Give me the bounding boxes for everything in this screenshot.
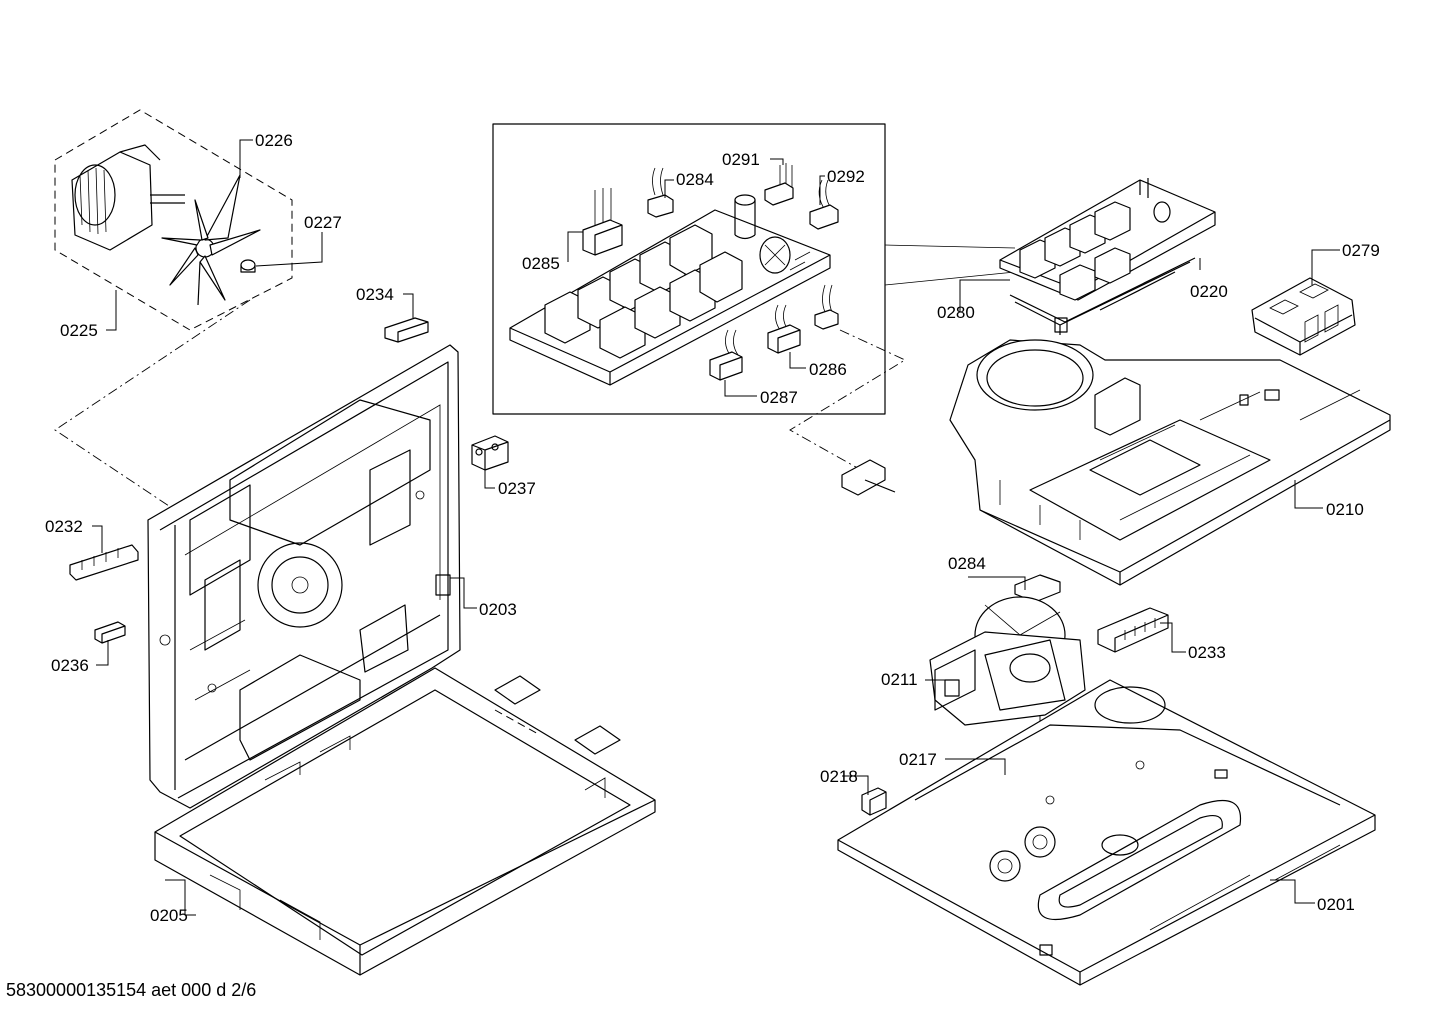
base-plate-0201 bbox=[837, 679, 1376, 986]
label-0285: 0285 bbox=[522, 254, 560, 273]
label-0284-mid: 0284 bbox=[948, 554, 986, 573]
connector-0284-top bbox=[647, 167, 674, 218]
leader-lines bbox=[92, 139, 1340, 916]
label-0210: 0210 bbox=[1326, 500, 1364, 519]
part-0237 bbox=[471, 435, 509, 471]
label-0234: 0234 bbox=[356, 285, 394, 304]
label-0232: 0232 bbox=[45, 517, 83, 536]
part-labels: 0226 0227 0225 0234 0237 0232 0203 0236 … bbox=[45, 131, 1380, 925]
pcb-bracket-0220 bbox=[1009, 257, 1196, 335]
bottom-tray bbox=[154, 667, 656, 976]
electronics-detail-box bbox=[492, 123, 886, 415]
fan-motor-group bbox=[54, 109, 293, 331]
connector-0287 bbox=[709, 329, 743, 381]
label-0236: 0236 bbox=[51, 656, 89, 675]
fan-motor bbox=[71, 144, 185, 251]
nut bbox=[240, 259, 256, 273]
label-0226: 0226 bbox=[255, 131, 293, 150]
label-0225: 0225 bbox=[60, 321, 98, 340]
label-0280: 0280 bbox=[937, 303, 975, 322]
connector-0291 bbox=[764, 163, 794, 206]
back-panel bbox=[147, 344, 461, 809]
part-0232 bbox=[69, 544, 139, 581]
label-0218: 0218 bbox=[820, 767, 858, 786]
sensor-bracket bbox=[841, 459, 896, 496]
label-0233: 0233 bbox=[1188, 643, 1226, 662]
label-0220: 0220 bbox=[1190, 282, 1228, 301]
label-0292: 0292 bbox=[827, 167, 865, 186]
label-0201: 0201 bbox=[1317, 895, 1355, 914]
part-0279 bbox=[1251, 277, 1356, 356]
label-0286: 0286 bbox=[809, 360, 847, 379]
label-0237: 0237 bbox=[498, 479, 536, 498]
main-pcb bbox=[509, 194, 831, 386]
cooling-fan-0211 bbox=[929, 574, 1086, 726]
upper-duct-0210 bbox=[949, 339, 1391, 586]
cable-plug bbox=[814, 284, 839, 330]
connector-0292 bbox=[809, 179, 839, 230]
part-0234 bbox=[384, 317, 429, 343]
label-0203: 0203 bbox=[479, 600, 517, 619]
label-0227: 0227 bbox=[304, 213, 342, 232]
fan-wheel bbox=[161, 174, 261, 306]
label-0211: 0211 bbox=[881, 670, 918, 689]
part-0233 bbox=[1097, 607, 1169, 653]
control-pcb-0280 bbox=[999, 178, 1216, 301]
label-0279: 0279 bbox=[1342, 241, 1380, 260]
part-0236 bbox=[94, 621, 126, 644]
label-0217: 0217 bbox=[899, 750, 937, 769]
connector-0286 bbox=[767, 304, 801, 354]
part-0218 bbox=[861, 787, 887, 816]
label-0284-top: 0284 bbox=[676, 170, 714, 189]
label-0205: 0205 bbox=[150, 906, 188, 925]
label-0287: 0287 bbox=[760, 388, 798, 407]
document-footer-id: 58300000135154 aet 000 d 2/6 bbox=[6, 980, 257, 1000]
connector-0285 bbox=[582, 188, 623, 256]
label-0291: 0291 bbox=[722, 150, 760, 169]
